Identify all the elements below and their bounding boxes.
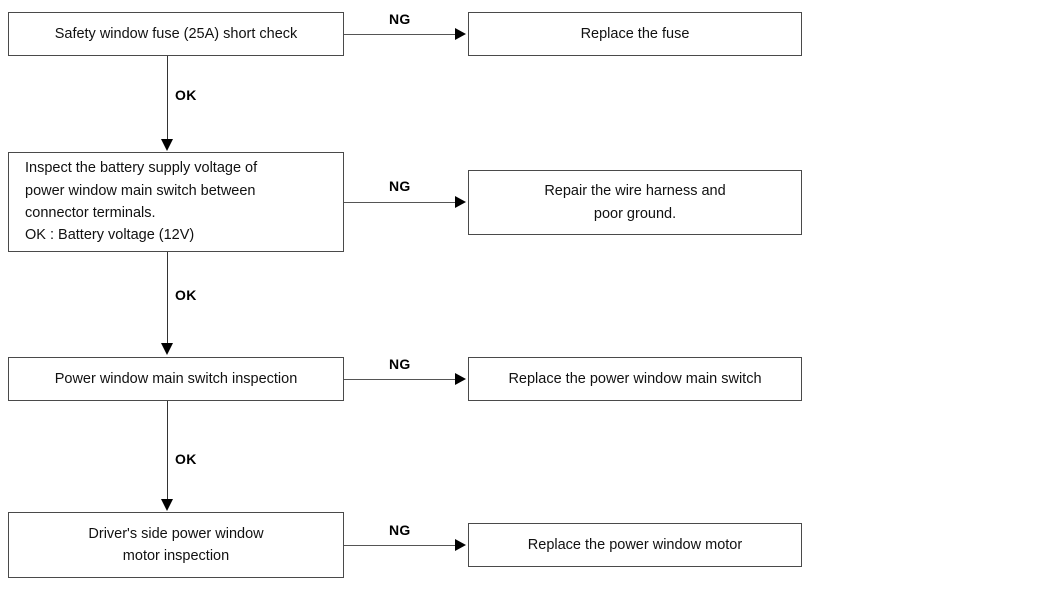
check-node-4-label: Driver's side power window motor inspect…: [88, 525, 264, 564]
connector-ok-1: [167, 56, 168, 140]
edge-label-ng-1: NG: [389, 11, 411, 27]
check-node-3-label: Power window main switch inspection: [54, 370, 298, 387]
result-node-1[interactable]: Replace the fuse: [468, 12, 802, 56]
result-node-2[interactable]: Repair the wire harness and poor ground.: [468, 170, 802, 235]
arrowhead-ng-4: [455, 539, 466, 551]
edge-label-ok-3: OK: [175, 451, 197, 467]
result-node-3[interactable]: Replace the power window main switch: [468, 357, 802, 401]
result-node-1-label: Replace the fuse: [580, 25, 690, 42]
arrowhead-ok-1: [161, 139, 173, 151]
connector-ng-4: [344, 545, 457, 546]
arrowhead-ok-2: [161, 343, 173, 355]
result-node-4-label: Replace the power window motor: [527, 536, 743, 553]
check-node-1-label: Safety window fuse (25A) short check: [54, 25, 298, 42]
result-node-4[interactable]: Replace the power window motor: [468, 523, 802, 567]
arrowhead-ng-1: [455, 28, 466, 40]
check-node-3[interactable]: Power window main switch inspection: [8, 357, 344, 401]
check-node-2[interactable]: Inspect the battery supply voltage of po…: [8, 152, 344, 252]
check-node-4[interactable]: Driver's side power window motor inspect…: [8, 512, 344, 578]
connector-ng-2: [344, 202, 457, 203]
connector-ok-2: [167, 252, 168, 344]
connector-ng-3: [344, 379, 457, 380]
edge-label-ng-4: NG: [389, 522, 411, 538]
connector-ok-3: [167, 401, 168, 499]
check-node-1[interactable]: Safety window fuse (25A) short check: [8, 12, 344, 56]
edge-label-ng-3: NG: [389, 356, 411, 372]
arrowhead-ng-3: [455, 373, 466, 385]
arrowhead-ok-3: [161, 499, 173, 511]
edge-label-ok-2: OK: [175, 287, 197, 303]
check-node-2-label: Inspect the battery supply voltage of po…: [25, 160, 258, 244]
result-node-2-label: Repair the wire harness and poor ground.: [544, 183, 726, 222]
result-node-3-label: Replace the power window main switch: [508, 370, 762, 387]
connector-ng-1: [344, 34, 457, 35]
arrowhead-ng-2: [455, 196, 466, 208]
edge-label-ok-1: OK: [175, 87, 197, 103]
edge-label-ng-2: NG: [389, 178, 411, 194]
